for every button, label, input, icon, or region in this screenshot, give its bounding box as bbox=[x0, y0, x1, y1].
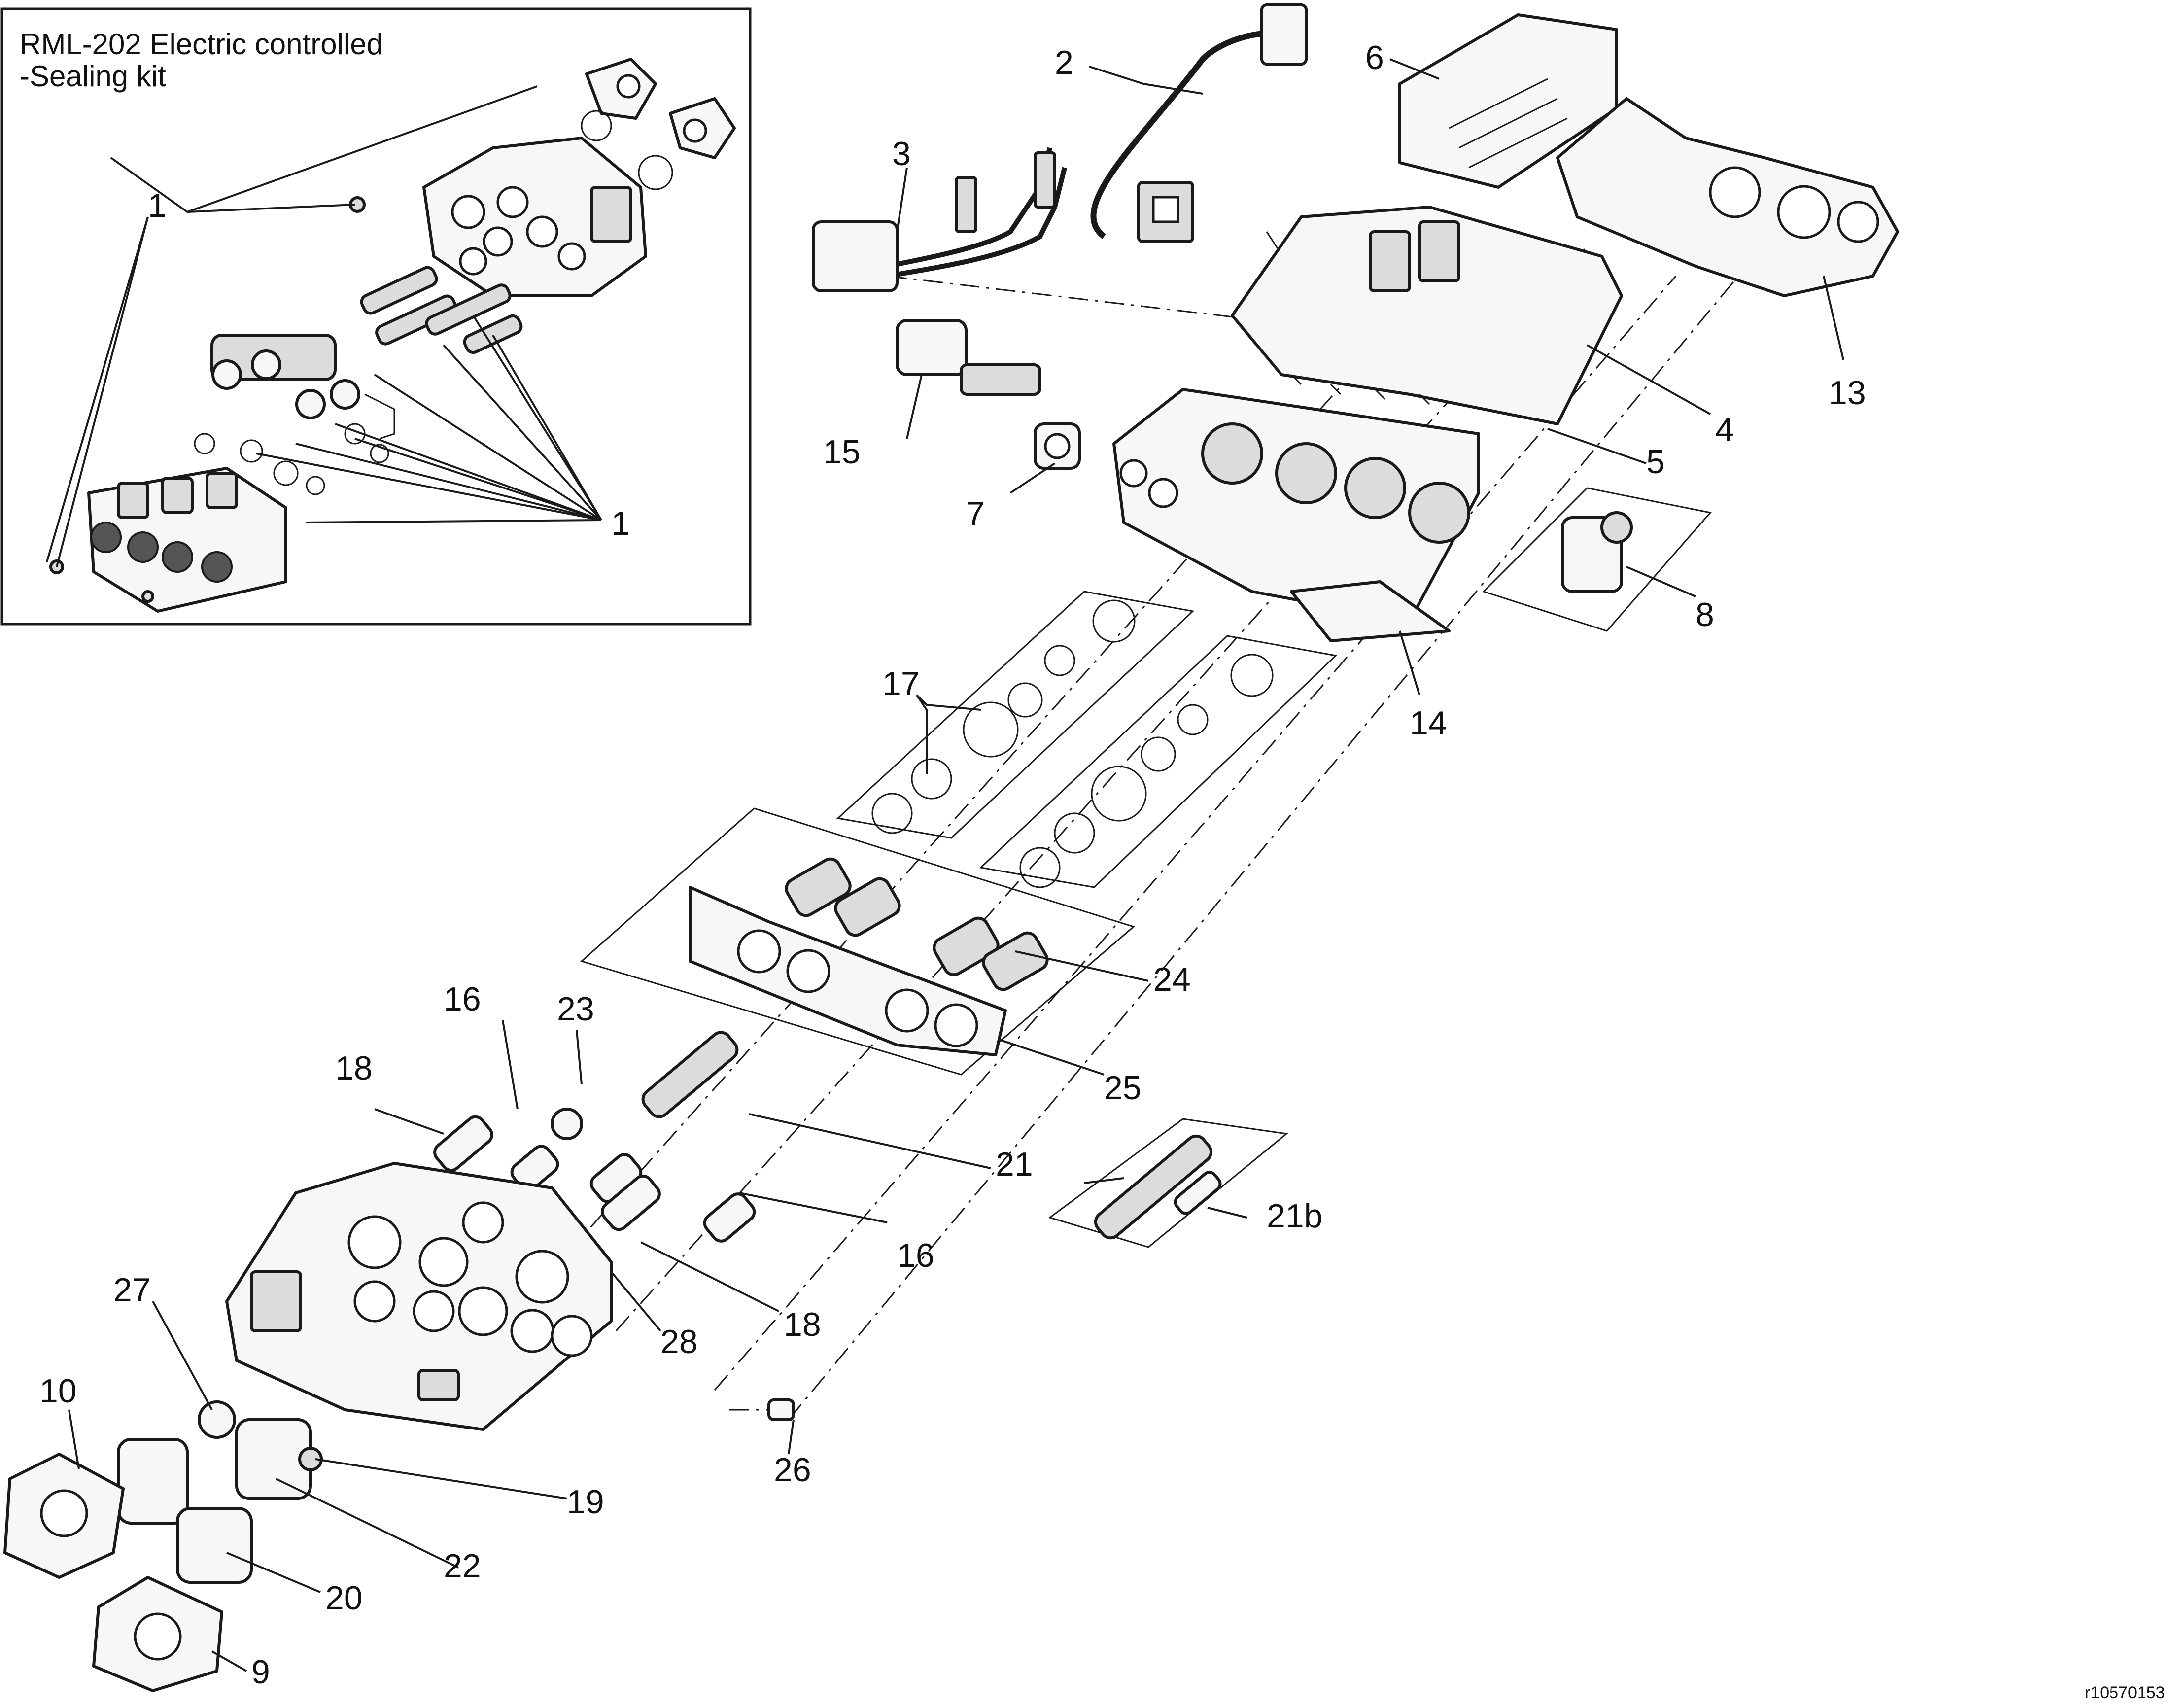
callout-15: 15 bbox=[823, 433, 861, 471]
part-15-sensor bbox=[896, 319, 1041, 396]
lower-caps-plates bbox=[3, 1400, 323, 1692]
callout-5: 5 bbox=[1646, 443, 1665, 481]
kit-callout-1-upper: 1 bbox=[148, 187, 167, 224]
part-8-pressure-switch bbox=[1482, 487, 1712, 632]
part-4-electronics-housing bbox=[1231, 206, 1623, 425]
sealing-kit-title-line2: -Sealing kit bbox=[20, 60, 166, 93]
callout-13: 13 bbox=[1829, 374, 1866, 412]
part-14-plate bbox=[1290, 580, 1451, 642]
part-21b-spool-spring bbox=[1048, 1118, 1288, 1248]
part-17-seal-set bbox=[836, 591, 1338, 888]
callout-20: 20 bbox=[325, 1579, 363, 1617]
callout-9: 9 bbox=[251, 1653, 270, 1691]
callout-28: 28 bbox=[660, 1323, 698, 1360]
part-13-bracket bbox=[1556, 97, 1899, 297]
callout-7: 7 bbox=[966, 495, 985, 532]
callout-17: 17 bbox=[882, 665, 920, 702]
kit-valve-block-top bbox=[422, 58, 736, 297]
callout-19: 19 bbox=[567, 1483, 604, 1521]
lower-small-parts bbox=[433, 1031, 795, 1421]
reference-code: r10570153 bbox=[2085, 1683, 2165, 1702]
callout-leaders bbox=[68, 58, 1844, 1672]
callout-16-lower: 16 bbox=[897, 1237, 934, 1274]
callout-2: 2 bbox=[1055, 44, 1073, 81]
callout-labels: 2 3 4 5 6 7 8 9 10 13 14 15 16 16 17 18 … bbox=[39, 39, 1866, 1691]
part-7-plug bbox=[1034, 422, 1081, 470]
callout-4: 4 bbox=[1715, 411, 1734, 449]
kit-valve-assembly-bottom bbox=[49, 196, 366, 613]
kit-leader-lines bbox=[46, 85, 602, 567]
callout-14: 14 bbox=[1410, 704, 1447, 742]
part-24-25-cartridges-plate bbox=[580, 807, 1136, 1076]
part-2-cable-harness bbox=[1090, 3, 1308, 243]
kit-callout-1-lower: 1 bbox=[611, 505, 630, 542]
part-5-main-valve-body bbox=[1112, 388, 1480, 623]
sealing-kit-frame bbox=[0, 7, 752, 626]
callout-24: 24 bbox=[1153, 961, 1191, 998]
callout-3: 3 bbox=[892, 135, 911, 173]
callout-22: 22 bbox=[444, 1547, 481, 1585]
callout-25: 25 bbox=[1104, 1069, 1142, 1107]
callout-16-upper: 16 bbox=[444, 980, 481, 1018]
callout-6: 6 bbox=[1365, 39, 1384, 76]
callout-10: 10 bbox=[39, 1372, 77, 1410]
callout-21: 21 bbox=[996, 1146, 1033, 1183]
sealing-kit-title-line1: RML-202 Electric controlled bbox=[20, 28, 383, 61]
callout-8: 8 bbox=[1696, 596, 1714, 633]
callout-27: 27 bbox=[113, 1271, 151, 1309]
callout-21b: 21b bbox=[1267, 1197, 1322, 1235]
callout-18-lower: 18 bbox=[784, 1306, 821, 1343]
part-3-wiring-harness bbox=[812, 147, 1067, 292]
callout-23: 23 bbox=[557, 990, 594, 1028]
callout-18-upper: 18 bbox=[335, 1049, 373, 1087]
sealing-kit-inset: RML-202 Electric controlled -Sealing kit bbox=[0, 7, 752, 626]
callout-26: 26 bbox=[774, 1451, 811, 1489]
lower-valve-block bbox=[225, 1162, 613, 1431]
kit-seals-middle bbox=[194, 266, 523, 495]
